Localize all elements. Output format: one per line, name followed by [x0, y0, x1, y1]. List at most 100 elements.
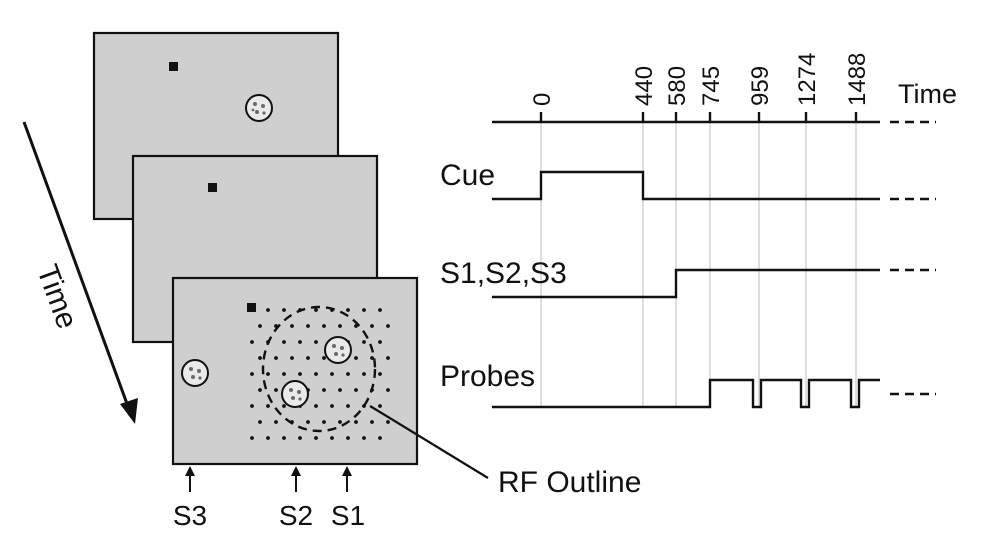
- probe-dot: [330, 436, 334, 440]
- stimuli-signal: [492, 268, 880, 299]
- probe-dot: [354, 420, 358, 424]
- probe-dot: [354, 356, 358, 360]
- probe-dot: [290, 356, 294, 360]
- pointer-s2: [291, 466, 301, 492]
- probe-dot: [258, 356, 262, 360]
- probe-dot: [386, 388, 390, 392]
- probe-dot: [386, 420, 390, 424]
- probe-dot: [282, 372, 286, 376]
- probe-dot: [346, 404, 350, 408]
- probe-dot: [298, 436, 302, 440]
- fixation-point: [208, 183, 217, 192]
- stimulus-pointers: [185, 466, 352, 492]
- time-axis-label: Time: [898, 79, 957, 109]
- rf-callout-line: [369, 405, 489, 479]
- probe-dot: [306, 324, 310, 328]
- display-frame-3: [171, 276, 419, 466]
- probe-dot: [362, 340, 366, 344]
- probe-dot: [266, 436, 270, 440]
- tick-label-580: 580: [664, 66, 691, 106]
- probe-dot: [282, 340, 286, 344]
- probe-dot: [346, 372, 350, 376]
- probe-dot: [250, 340, 254, 344]
- tick-label-0: 0: [529, 93, 556, 106]
- tick-label-1488: 1488: [844, 53, 871, 106]
- probe-dot: [378, 404, 382, 408]
- probe-dot: [370, 420, 374, 424]
- probe-dot: [346, 308, 350, 312]
- time-axis-ticks: [539, 112, 858, 122]
- probe-dot: [314, 372, 318, 376]
- tick-label-1274: 1274: [794, 53, 821, 106]
- row-label-cue: Cue: [440, 159, 495, 192]
- probes-signal: [492, 378, 880, 409]
- probe-dot: [298, 372, 302, 376]
- probe-dot: [338, 324, 342, 328]
- probe-dot: [330, 372, 334, 376]
- probe-dot: [378, 436, 382, 440]
- probe-dot: [250, 404, 254, 408]
- pointer-s3: [185, 466, 195, 492]
- probe-dot: [298, 340, 302, 344]
- probe-dot: [322, 356, 326, 360]
- probe-dot: [378, 340, 382, 344]
- probe-dot: [258, 324, 262, 328]
- probe-dot: [386, 324, 390, 328]
- pointer-s1: [342, 466, 352, 492]
- probe-dot: [266, 404, 270, 408]
- probe-dot: [258, 388, 262, 392]
- stimulus-patch: [245, 94, 273, 122]
- tick-label-959: 959: [747, 66, 774, 106]
- stimulus-label-s2: S2: [279, 500, 313, 531]
- stimulus-label-s3: S3: [173, 500, 207, 531]
- probe-dot: [250, 372, 254, 376]
- probe-dot: [370, 324, 374, 328]
- probe-dot: [250, 436, 254, 440]
- probe-dot: [314, 308, 318, 312]
- probe-dot: [330, 404, 334, 408]
- cue-signal: [492, 170, 880, 201]
- rf-outline-label: RF Outline: [498, 466, 641, 499]
- time-arrow-label: Time: [30, 260, 83, 333]
- probe-dot: [306, 420, 310, 424]
- stimulus-s3: [181, 359, 209, 387]
- probe-dot: [362, 308, 366, 312]
- probe-dot: [322, 420, 326, 424]
- probe-dot: [322, 324, 326, 328]
- probe-dot: [274, 420, 278, 424]
- probe-dot: [258, 420, 262, 424]
- time-arrow: [22, 121, 138, 424]
- probe-dot: [338, 388, 342, 392]
- probe-dot: [314, 436, 318, 440]
- stimulus-s2: [281, 380, 309, 408]
- probe-dot: [346, 436, 350, 440]
- probe-dot: [314, 404, 318, 408]
- probe-dot: [266, 308, 270, 312]
- probe-dot: [266, 372, 270, 376]
- probe-dot: [378, 308, 382, 312]
- probe-dot: [362, 372, 366, 376]
- probe-dot: [290, 324, 294, 328]
- probe-dot: [282, 404, 286, 408]
- probe-dot: [306, 356, 310, 360]
- stimulus-s1: [324, 336, 352, 364]
- row-label-probes: Probes: [440, 360, 535, 393]
- timeline-gridlines: [540, 122, 857, 408]
- fixation-point: [169, 62, 178, 71]
- probe-dot: [386, 356, 390, 360]
- probe-dot: [314, 340, 318, 344]
- probe-dot: [322, 388, 326, 392]
- probe-dot: [274, 356, 278, 360]
- probe-dot: [370, 356, 374, 360]
- probe-dot: [274, 388, 278, 392]
- probe-dot: [250, 308, 254, 312]
- rf-outline-circle: [261, 305, 377, 433]
- tick-label-745: 745: [698, 66, 725, 106]
- row-label-stimuli: S1,S2,S3: [440, 257, 567, 290]
- fixation-point: [247, 303, 256, 312]
- probe-dot: [378, 372, 382, 376]
- stimulus-label-s1: S1: [331, 500, 365, 531]
- tick-label-440: 440: [631, 66, 658, 106]
- probe-dot: [282, 308, 286, 312]
- probe-dot: [354, 388, 358, 392]
